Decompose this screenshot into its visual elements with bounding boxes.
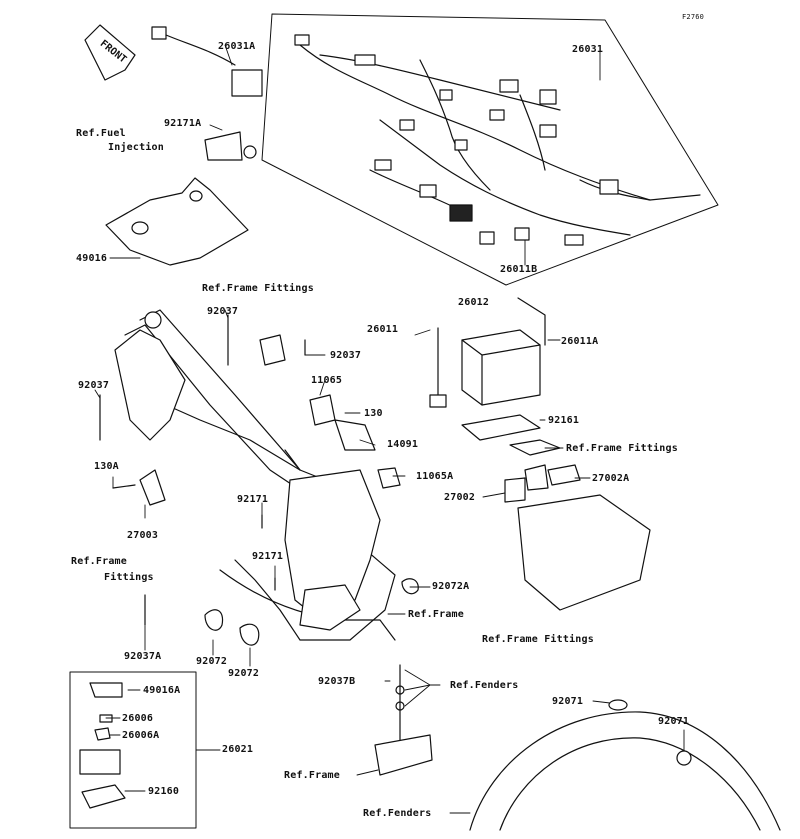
label-ref-fuel-2: Injection (108, 142, 164, 153)
label-49016: 49016 (76, 253, 108, 264)
label-92071-b: 92071 (658, 716, 690, 727)
label-26011B: 26011B (500, 264, 538, 275)
pad-92161 (461, 414, 541, 441)
label-ref-fenders-top: Ref.Fenders (450, 680, 519, 691)
sensor-92171A (204, 131, 257, 161)
fender-parts (374, 664, 781, 831)
label-26006A: 26006A (122, 730, 160, 741)
label-26012: 26012 (458, 297, 490, 308)
label-92037-c: 92037 (78, 380, 110, 391)
label-92072-b: 92072 (228, 668, 260, 679)
label-ref-frame: Ref.Frame (408, 609, 464, 620)
main-harness-group (261, 13, 719, 286)
battery-26012 (429, 297, 546, 408)
label-ref-fuel-1: Ref.Fuel (76, 128, 126, 139)
label-ref-frame-fittings-right: Ref.Frame Fittings (566, 443, 678, 454)
label-130: 130 (364, 408, 383, 419)
label-14091: 14091 (387, 439, 419, 450)
label-92037A: 92037A (124, 651, 162, 662)
label-92037-a: 92037 (207, 306, 239, 317)
leader-lines (94, 44, 685, 814)
label-ref-frame-bottom: Ref.Frame (284, 770, 340, 781)
label-26031A: 26031A (218, 41, 256, 52)
battery-case (504, 439, 651, 611)
label-27002A: 27002A (592, 473, 630, 484)
harness-26031A (151, 26, 263, 97)
label-92071-a: 92071 (552, 696, 584, 707)
label-92037-b: 92037 (330, 350, 362, 361)
label-92072-a: 92072 (196, 656, 228, 667)
frame-fittings (99, 314, 419, 646)
label-26031: 26031 (572, 44, 604, 55)
label-ref-frame-fittings-left-2: Fittings (104, 572, 154, 583)
label-92171A: 92171A (164, 118, 202, 129)
label-11065: 11065 (311, 375, 343, 386)
label-92171-a: 92171 (237, 494, 269, 505)
label-92037B: 92037B (318, 676, 356, 687)
label-27002: 27002 (444, 492, 476, 503)
label-92160: 92160 (148, 786, 180, 797)
label-26011: 26011 (367, 324, 399, 335)
label-130A: 130A (94, 461, 119, 472)
label-92072A: 92072A (432, 581, 470, 592)
label-11065A: 11065A (416, 471, 454, 482)
label-26011A: 26011A (561, 336, 599, 347)
label-ref-frame-fittings-left-1: Ref.Frame (71, 556, 127, 567)
diagram-code: F2760 (682, 13, 705, 21)
front-arrow-icon: FRONT (84, 24, 136, 81)
label-ref-fenders-bottom: Ref.Fenders (363, 808, 432, 819)
label-26006: 26006 (122, 713, 154, 724)
label-ref-frame-fittings-bottom: Ref.Frame Fittings (482, 634, 594, 645)
label-27003: 27003 (127, 530, 159, 541)
label-ref-frame-fittings-top: Ref.Frame Fittings (202, 283, 314, 294)
cover-49016 (105, 177, 249, 266)
label-49016A: 49016A (143, 685, 181, 696)
label-92161: 92161 (548, 415, 580, 426)
label-92171-b: 92171 (252, 551, 284, 562)
label-26021: 26021 (222, 744, 254, 755)
frame (114, 309, 396, 641)
